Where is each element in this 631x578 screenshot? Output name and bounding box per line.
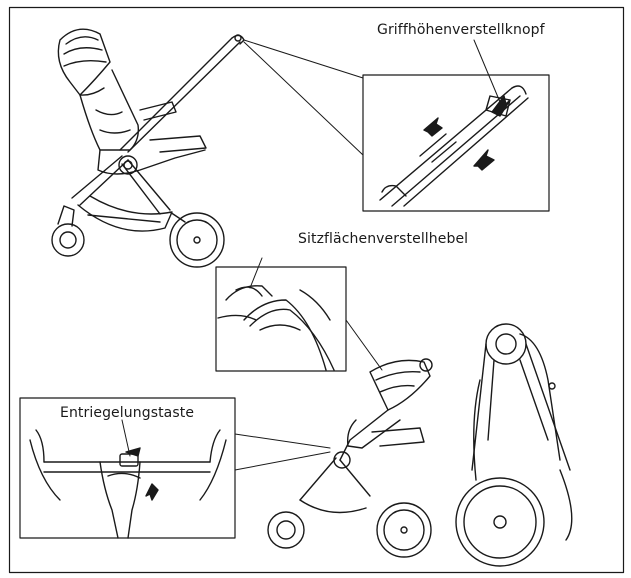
- direction-arrow-icon: [423, 117, 443, 137]
- page-border: [8, 6, 625, 574]
- direction-arrow-icon: [491, 95, 511, 117]
- direction-arrow-icon: [473, 149, 495, 171]
- callout-line: [345, 319, 383, 371]
- stroller-side-view-top: [51, 28, 245, 268]
- stroller-folded: [455, 323, 573, 567]
- lever-detail-box: [215, 257, 347, 372]
- handle-height-button-label: Griffhöhenverstellknopf: [377, 22, 545, 38]
- callout-line: [234, 433, 331, 449]
- direction-arrow-icon: [145, 483, 159, 501]
- seat-adjust-lever-label: Sitzflächenverstellhebel: [298, 231, 469, 247]
- callout-line: [234, 451, 331, 471]
- callout-line: [243, 41, 364, 156]
- release-detail-box: [19, 397, 236, 539]
- release-button-label: Entriegelungstaste: [60, 405, 195, 421]
- stroller-side-view-bottom: [267, 358, 433, 558]
- callout-line: [243, 39, 364, 79]
- handle-detail-box: [362, 39, 550, 212]
- direction-arrow-icon: [125, 447, 141, 457]
